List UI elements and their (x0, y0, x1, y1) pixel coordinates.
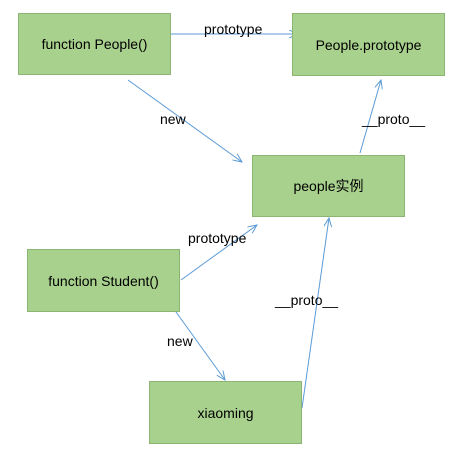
label-people-prototype: prototype (204, 21, 263, 37)
node-function-people: function People() (18, 13, 171, 75)
node-people-prototype: People.prototype (292, 13, 445, 76)
label-student-prototype: prototype (188, 230, 247, 246)
arrow-xiaoming-proto (301, 218, 329, 409)
arrow-instance-proto (359, 80, 381, 154)
label-people-new: new (160, 111, 186, 127)
label-instance-proto: __proto__ (362, 111, 426, 127)
node-function-student: function Student() (27, 249, 180, 312)
arrow-people-new-instance (127, 79, 242, 162)
label-xiaoming-proto: __proto__ (275, 292, 339, 308)
label-student-new: new (167, 333, 193, 349)
node-xiaoming: xiaoming (149, 381, 302, 444)
arrow-student-to-instance (180, 225, 257, 281)
arrow-student-new-xiaoming (175, 311, 225, 380)
node-people-instance: people实例 (252, 155, 405, 217)
